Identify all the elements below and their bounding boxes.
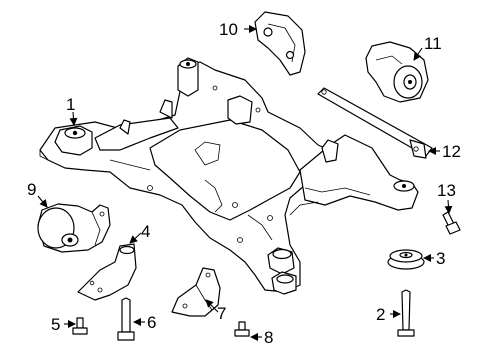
callout-7: 7 xyxy=(217,304,226,323)
callout-3: 3 xyxy=(436,249,445,268)
callout-4: 4 xyxy=(141,222,150,241)
callout-12: 12 xyxy=(442,142,461,161)
callout-1: 1 xyxy=(66,95,75,114)
callout-9: 9 xyxy=(27,180,36,199)
part-2-bolt xyxy=(397,289,415,337)
subframe-crossmember xyxy=(39,57,419,295)
callout-5: 5 xyxy=(51,315,60,334)
part-11-mount xyxy=(365,41,429,103)
callout-2: 2 xyxy=(376,305,385,324)
part-3-pad xyxy=(387,249,425,270)
part-12-brace xyxy=(317,87,433,159)
callout-11: 11 xyxy=(424,34,442,53)
callout-8: 8 xyxy=(264,328,273,347)
part-5-bolt xyxy=(72,317,88,335)
part-10-bracket xyxy=(254,11,306,76)
callout-6: 6 xyxy=(147,313,156,332)
part-9-engine-mount xyxy=(37,203,111,253)
callout-13: 13 xyxy=(437,181,456,200)
part-7-bracket xyxy=(171,267,221,317)
part-13-bolt xyxy=(442,211,461,235)
part-6-bolt xyxy=(117,297,135,341)
callout-leaders xyxy=(37,25,453,341)
callout-10: 10 xyxy=(219,20,238,39)
part-4-bracket xyxy=(77,243,137,301)
part-8-bolt xyxy=(234,321,250,337)
